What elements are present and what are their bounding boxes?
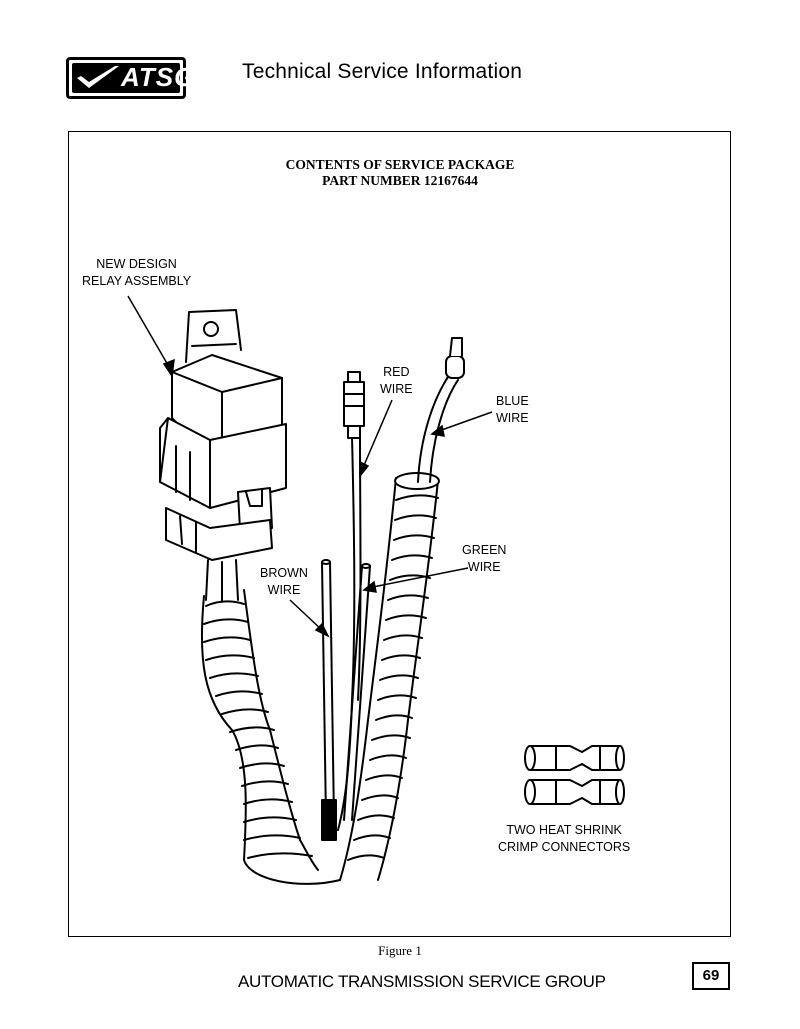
figure-heading: CONTENTS OF SERVICE PACKAGE PART NUMBER …	[0, 157, 800, 189]
relay-body	[159, 354, 287, 561]
figure-heading-line2: PART NUMBER 12167644	[322, 173, 478, 188]
heat-shrink-connector-1	[524, 745, 625, 771]
relay-assembly-label: NEW DESIGN RELAY ASSEMBLY	[82, 256, 191, 290]
page-number: 69	[692, 962, 730, 990]
connectors-label-line1: TWO HEAT SHRINK	[506, 823, 622, 837]
green-leader-line	[367, 567, 469, 589]
heat-shrink-connectors-label: TWO HEAT SHRINK CRIMP CONNECTORS	[498, 822, 630, 856]
relay-mounting-tab	[185, 309, 242, 363]
red-leader-line	[361, 399, 393, 471]
relay-label-line2: RELAY ASSEMBLY	[82, 274, 192, 288]
brown-arrowhead	[314, 622, 330, 638]
relay-leads	[205, 559, 239, 603]
green-label-line1: GREEN	[462, 543, 507, 557]
figure-heading-line1: CONTENTS OF SERVICE PACKAGE	[285, 157, 515, 172]
green-wire-label: GREEN WIRE	[462, 542, 506, 576]
green-wire-end	[361, 563, 371, 569]
green-arrowhead	[362, 580, 377, 593]
figure-frame	[68, 131, 731, 937]
loom-junction	[299, 839, 319, 871]
brown-wire-end	[321, 559, 331, 565]
blue-arrowhead	[430, 424, 445, 437]
blue-leader-line	[435, 411, 493, 433]
brown-wire	[321, 561, 335, 821]
checkmark-icon	[77, 66, 119, 88]
blue-wire-label: BLUE WIRE	[496, 393, 529, 427]
brown-label-line1: BROWN	[260, 566, 308, 580]
green-label-line2: WIRE	[467, 560, 501, 574]
left-wire-loom	[200, 589, 341, 885]
heat-shrink-connector-2	[524, 779, 625, 805]
right-wire-loom	[339, 472, 440, 881]
figure-caption: Figure 1	[378, 943, 422, 958]
atsg-logo: ATSG	[66, 57, 194, 99]
relay-arrowhead	[162, 358, 175, 379]
red-wire-label: RED WIRE	[380, 364, 413, 398]
logo-text: ATSG	[121, 62, 196, 92]
relay-label-line1: NEW DESIGN	[96, 257, 177, 271]
green-wire	[343, 565, 371, 821]
brown-label-line2: WIRE	[267, 583, 301, 597]
footer-organization: AUTOMATIC TRANSMISSION SERVICE GROUP	[238, 972, 606, 991]
connectors-label-line2: CRIMP CONNECTORS	[498, 840, 631, 854]
red-label-line1: RED	[383, 365, 410, 379]
blue-label-line1: BLUE	[496, 394, 529, 408]
red-label-line2: WIRE	[380, 382, 413, 396]
blue-wire	[417, 337, 465, 483]
brown-wire-label: BROWN WIRE	[260, 565, 308, 599]
red-arrowhead	[359, 460, 370, 479]
blue-label-line2: WIRE	[496, 411, 529, 425]
relay-leader-line	[127, 295, 173, 373]
page-title: Technical Service Information	[242, 60, 523, 83]
